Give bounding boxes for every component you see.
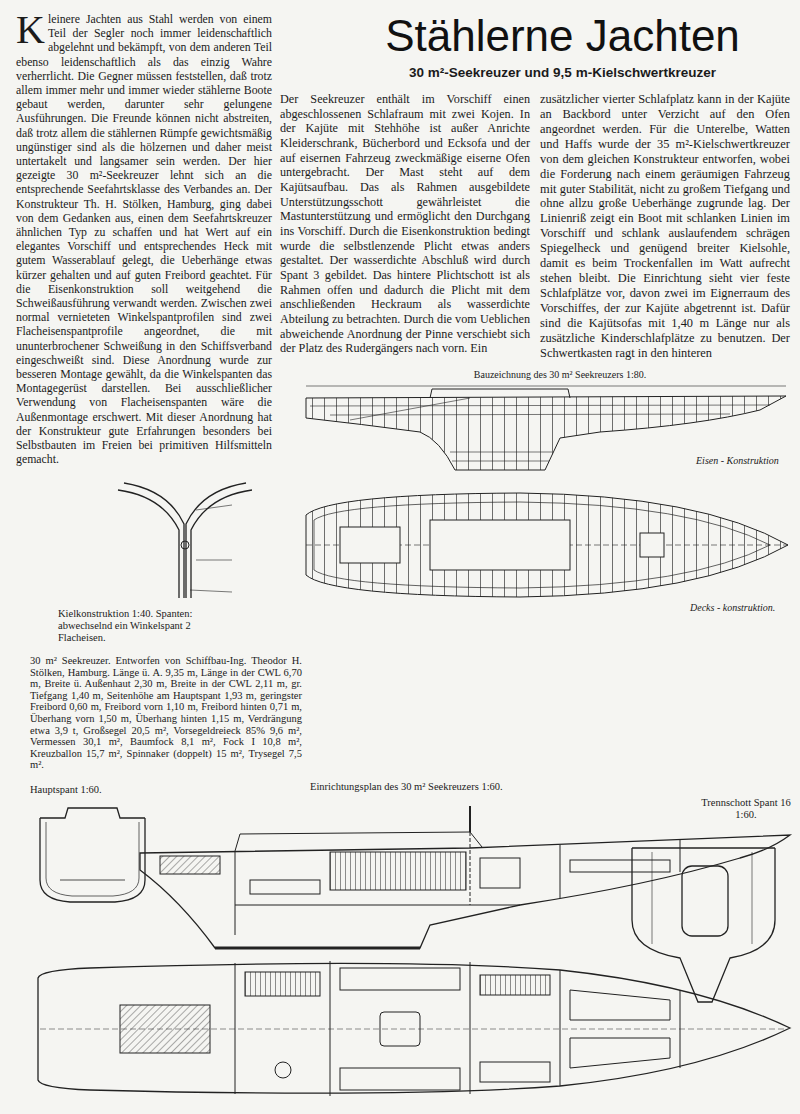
accommodation-plan — [38, 961, 790, 1096]
dimension-line — [652, 852, 653, 944]
keel-ballast — [215, 947, 420, 950]
figure-caption: Hauptspant 1:60. — [30, 784, 150, 796]
berth — [570, 1038, 670, 1068]
lining — [46, 822, 139, 896]
article-text: Kleinere Jachten aus Stahl werden von ei… — [16, 12, 272, 467]
keel-bolt — [181, 541, 189, 549]
bulkhead — [560, 845, 561, 898]
drawing-label: Decks - konstruktion. — [690, 602, 790, 614]
locker — [245, 972, 320, 996]
berth — [250, 880, 320, 894]
galley — [480, 1062, 550, 1082]
leader-line — [196, 505, 232, 510]
hull-outline — [140, 835, 790, 948]
cockpit — [120, 1005, 210, 1053]
keel-detail — [118, 483, 252, 598]
cupboard — [480, 975, 550, 995]
deck-edge — [314, 502, 770, 588]
deck-plan — [306, 493, 788, 597]
frame-plate — [118, 490, 179, 598]
diagonal-brace — [350, 398, 470, 420]
bulkhead — [680, 990, 681, 1068]
figure-caption: Kielkonstruktion 1:40. Spanten: abwechse… — [58, 608, 238, 644]
stove — [275, 1062, 291, 1078]
bulkhead — [330, 961, 331, 1096]
section-outline — [632, 848, 775, 1002]
berth — [570, 860, 670, 872]
deck-outline — [306, 493, 788, 597]
floor-line — [60, 880, 125, 881]
berth — [340, 1068, 460, 1090]
deckhouse-opening — [430, 520, 570, 570]
subtitle: 30 m²-Seekreuzer und 9,5 m-Kielschwertkr… — [335, 64, 790, 81]
mast — [469, 806, 471, 832]
figure-caption: Bauzeichnung des 30 m² Seekreuzers 1:80. — [430, 369, 690, 381]
frame-plate — [191, 490, 252, 598]
bulkhead — [680, 840, 681, 872]
dimension-line — [752, 852, 753, 944]
figure-caption: 30 m² Seekreuzer. Entworfen von Schiffba… — [30, 655, 302, 771]
fore-hatch — [640, 533, 664, 557]
figure-caption: Trennschott Spant 16 1:60. — [700, 797, 792, 821]
deckhouse-outline — [235, 832, 482, 851]
page-title: Stählerne Jachten — [335, 10, 790, 62]
dimension-line — [306, 386, 786, 387]
leader-line — [196, 560, 232, 561]
table — [380, 1012, 420, 1046]
mast-step — [470, 832, 471, 905]
deck-beam — [632, 847, 775, 848]
keel-line — [452, 461, 549, 462]
frame-plate — [124, 483, 184, 598]
bulkhead — [235, 851, 236, 935]
berth — [570, 990, 670, 1020]
interior-profile — [140, 806, 790, 948]
bulkhead-section — [632, 848, 775, 1002]
berth — [340, 968, 460, 990]
midship-section — [40, 808, 145, 902]
deckhouse-outline — [430, 389, 570, 398]
bulkhead — [470, 962, 471, 1094]
cockpit — [160, 856, 220, 874]
bulkhead — [560, 970, 561, 1086]
cupboard — [480, 858, 520, 888]
hull-plan — [38, 963, 790, 1093]
drawing-label: Eisen - Konstruktion — [696, 455, 790, 467]
stringer-line — [310, 405, 770, 406]
figure-caption: Einrichtungsplan des 30 m² Seekreuzers 1… — [310, 781, 560, 793]
deckhouse-section — [40, 808, 145, 818]
article-text: zusätzlicher vierter Schlafplatz kann in… — [540, 92, 790, 361]
stringer-line — [330, 414, 730, 415]
cockpit-opening — [340, 527, 400, 563]
bulkhead — [235, 963, 236, 1094]
floor-line — [235, 905, 520, 906]
door-opening — [682, 866, 728, 936]
section-outline — [40, 818, 145, 902]
bulkhead-panel — [330, 852, 466, 890]
article-text: Der Seekreuzer enthält im Vorschiff eine… — [280, 92, 530, 356]
leader-line — [190, 590, 232, 592]
keel-line — [450, 452, 552, 453]
frame-plate — [186, 483, 246, 598]
